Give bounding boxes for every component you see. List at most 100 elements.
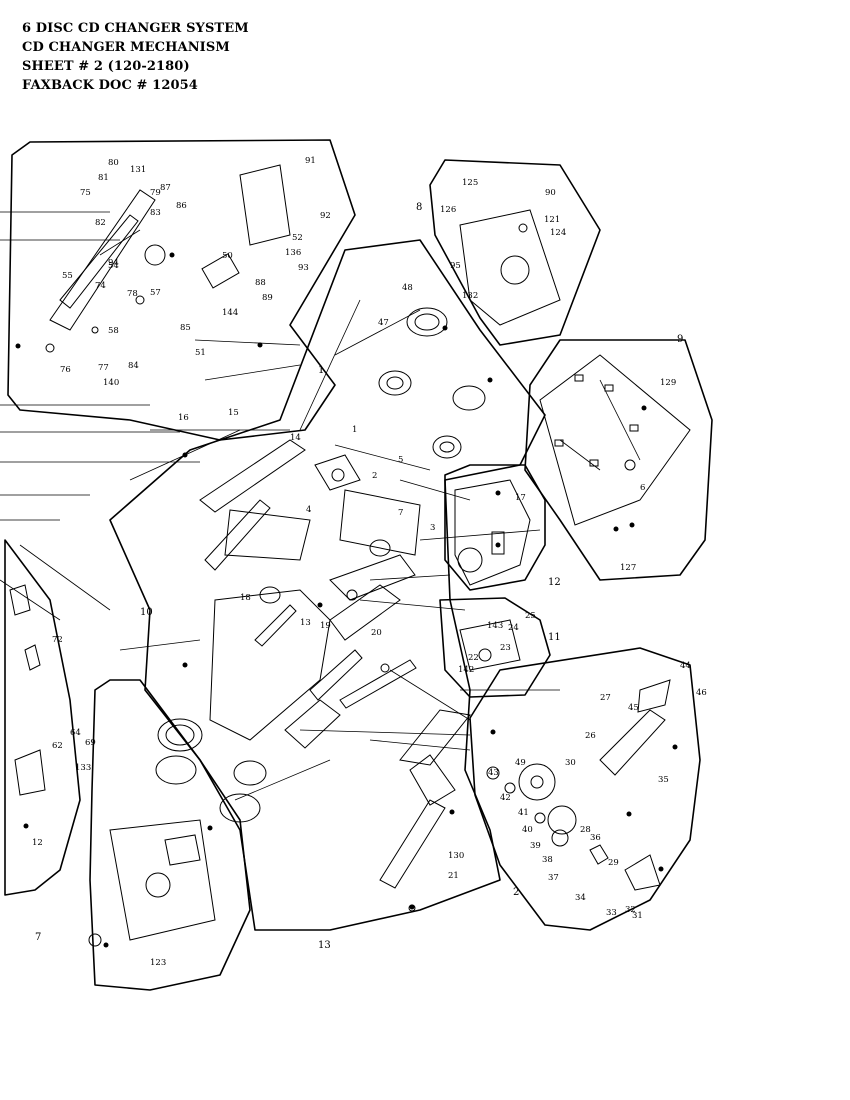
group-label-11: 11 bbox=[548, 632, 561, 643]
callout-39: 39 bbox=[530, 841, 541, 851]
title-line-4: FAXBACK DOC # 12054 bbox=[22, 78, 198, 93]
callout-81: 81 bbox=[98, 173, 109, 183]
callout-74: 74 bbox=[95, 281, 106, 291]
outline-lower-left-assembly bbox=[89, 679, 251, 991]
callout-93: 93 bbox=[298, 263, 309, 273]
group-label-9: 9 bbox=[677, 334, 683, 345]
callout-77: 77 bbox=[98, 363, 109, 373]
callout-95: 95 bbox=[450, 261, 461, 271]
outline-lower-right-assembly bbox=[469, 647, 701, 931]
callout-129: 129 bbox=[660, 378, 676, 388]
callout-142: 142 bbox=[458, 665, 474, 675]
callout-82: 82 bbox=[95, 218, 106, 228]
callout-79: 79 bbox=[150, 188, 161, 198]
callout-69: 69 bbox=[85, 738, 96, 748]
callout-18: 18 bbox=[240, 593, 251, 603]
callout-45: 45 bbox=[628, 703, 639, 713]
callout-140: 140 bbox=[103, 378, 119, 388]
callout-37: 37 bbox=[548, 873, 559, 883]
outline-upper-left-assembly bbox=[7, 139, 356, 441]
callout-25: 25 bbox=[525, 611, 536, 621]
callout-1: 1 bbox=[352, 425, 357, 435]
callout-88: 88 bbox=[255, 278, 266, 288]
callout-14: 14 bbox=[290, 433, 301, 443]
callout-51: 51 bbox=[195, 348, 206, 358]
callout-78: 78 bbox=[127, 289, 138, 299]
callout-125: 125 bbox=[462, 178, 478, 188]
callout-57: 57 bbox=[150, 288, 161, 298]
outline-pickup-assembly bbox=[444, 464, 546, 591]
callout-123: 123 bbox=[150, 958, 166, 968]
callout-49: 49 bbox=[515, 758, 526, 768]
callout-29: 29 bbox=[608, 858, 619, 868]
callout-30: 30 bbox=[565, 758, 576, 768]
callout-42: 42 bbox=[500, 793, 511, 803]
callout-46: 46 bbox=[696, 688, 707, 698]
outline-left-edge-assembly bbox=[4, 539, 81, 896]
group-label-12: 12 bbox=[548, 577, 561, 588]
callout-136: 136 bbox=[285, 248, 301, 258]
callout-24: 24 bbox=[508, 623, 519, 633]
callout-6: 6 bbox=[640, 483, 645, 493]
callout-47: 47 bbox=[378, 318, 389, 328]
callout-33: 33 bbox=[606, 908, 617, 918]
callout-130: 130 bbox=[448, 851, 464, 861]
outline-upper-right-assembly bbox=[429, 159, 601, 346]
callout-75: 75 bbox=[80, 188, 91, 198]
callout-4: 4 bbox=[306, 505, 311, 515]
callout-90: 90 bbox=[545, 188, 556, 198]
title-line-3: SHEET # 2 (120-2180) bbox=[22, 59, 190, 74]
title-line-1: 6 DISC CD CHANGER SYSTEM bbox=[22, 21, 249, 36]
callout-13: 13 bbox=[300, 618, 311, 628]
callout-86: 86 bbox=[176, 201, 187, 211]
callout-31: 31 bbox=[632, 911, 643, 921]
callout-126: 126 bbox=[440, 205, 456, 215]
callout-27: 27 bbox=[600, 693, 611, 703]
callout-83: 83 bbox=[150, 208, 161, 218]
callout-84: 84 bbox=[128, 361, 139, 371]
callout-17: 17 bbox=[515, 493, 526, 503]
group-label-10: 10 bbox=[140, 607, 153, 618]
callout-58: 58 bbox=[108, 326, 119, 336]
callout-43: 43 bbox=[488, 768, 499, 778]
callout-80: 80 bbox=[108, 158, 119, 168]
callout-35: 35 bbox=[658, 775, 669, 785]
callout-64: 64 bbox=[70, 728, 81, 738]
callout-41: 41 bbox=[518, 808, 529, 818]
callout-26: 26 bbox=[585, 731, 596, 741]
callout-131: 131 bbox=[130, 165, 146, 175]
callout-5: 5 bbox=[398, 455, 403, 465]
callout-28: 28 bbox=[580, 825, 591, 835]
title-line-2: CD CHANGER MECHANISM bbox=[22, 40, 230, 55]
callout-54: 54 bbox=[108, 261, 119, 271]
outline-small-assembly bbox=[439, 597, 551, 698]
document-header: 6 DISC CD CHANGER SYSTEM CD CHANGER MECH… bbox=[22, 19, 249, 95]
group-label-1: 1 bbox=[318, 365, 324, 376]
callout-91: 91 bbox=[305, 156, 316, 166]
callout-76: 76 bbox=[60, 365, 71, 375]
group-label-2: 2 bbox=[513, 887, 519, 898]
callout-143: 143 bbox=[487, 621, 503, 631]
callout-20: 20 bbox=[371, 628, 382, 638]
callout-87: 87 bbox=[160, 183, 171, 193]
callout-85: 85 bbox=[180, 323, 191, 333]
callout-36: 36 bbox=[590, 833, 601, 843]
callout-3: 3 bbox=[430, 523, 435, 533]
outline-right-panel bbox=[524, 339, 713, 581]
callout-92: 92 bbox=[320, 211, 331, 221]
outline-main-chassis bbox=[109, 239, 546, 931]
callout-50: 50 bbox=[222, 251, 233, 261]
callout-44: 44 bbox=[680, 661, 691, 671]
callout-38: 38 bbox=[542, 855, 553, 865]
callout-7: 7 bbox=[398, 508, 403, 518]
callout-52: 52 bbox=[292, 233, 303, 243]
group-label-7: 7 bbox=[35, 932, 41, 943]
callout-22: 22 bbox=[468, 653, 479, 663]
group-label-13: 13 bbox=[318, 940, 331, 951]
callout-124: 124 bbox=[550, 228, 566, 238]
callout-40: 40 bbox=[522, 825, 533, 835]
callout-32: 32 bbox=[625, 905, 636, 915]
callout-89: 89 bbox=[262, 293, 273, 303]
callout-48: 48 bbox=[402, 283, 413, 293]
